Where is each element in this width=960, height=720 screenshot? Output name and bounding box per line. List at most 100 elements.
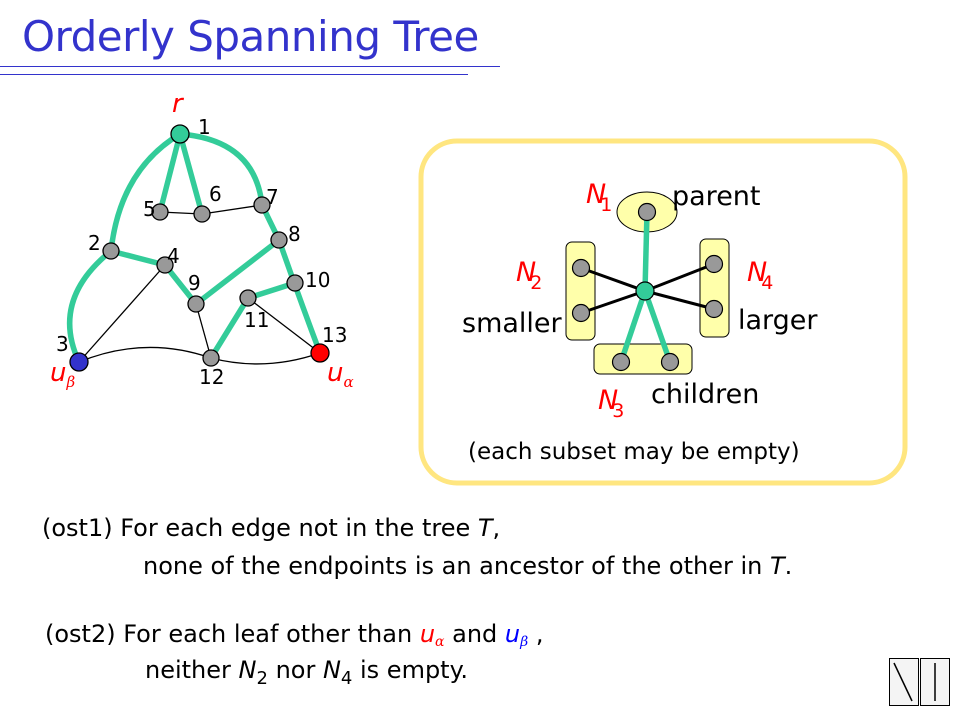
nav-end-icon bbox=[934, 663, 936, 701]
vertex-11[interactable] bbox=[239, 289, 257, 307]
root-vertex[interactable] bbox=[170, 124, 190, 144]
tree-edge bbox=[157, 131, 183, 215]
vertex-label-2: 2 bbox=[88, 231, 101, 255]
title-rule-upper bbox=[0, 66, 500, 67]
larger-vertex-bottom[interactable] bbox=[704, 299, 724, 319]
vertex-12[interactable] bbox=[202, 349, 220, 367]
child-vertex-right[interactable] bbox=[660, 352, 680, 372]
ost1-line1: (ost1) For each edge not in the tree T, bbox=[42, 514, 500, 542]
panel-vertices bbox=[571, 202, 724, 372]
u-beta-label: uβ bbox=[50, 358, 75, 391]
vertex-4[interactable] bbox=[156, 256, 174, 274]
ost2-line1: (ost2) For each leaf other than uα and u… bbox=[45, 620, 544, 650]
vertex-label-3: 3 bbox=[56, 332, 69, 356]
non-tree-edge bbox=[247, 297, 321, 354]
smaller-vertex-top[interactable] bbox=[571, 258, 591, 278]
ost2-line2: neither N2 nor N4 is empty. bbox=[145, 656, 468, 689]
n2-sub: 2 bbox=[530, 272, 542, 294]
vertex-label-9: 9 bbox=[188, 271, 201, 295]
vertex-label-1: 1 bbox=[198, 115, 211, 139]
larger-vertex-top[interactable] bbox=[704, 254, 724, 274]
child-vertex-left[interactable] bbox=[611, 352, 631, 372]
n1-label: N1 bbox=[586, 179, 612, 216]
graph: 1 2 3 4 5 6 7 8 9 10 11 12 13 r uβ uα bbox=[50, 89, 354, 391]
neighbor-panel: N1 N2 N4 N3 parent smaller larger childr… bbox=[418, 138, 908, 486]
ost2-u-beta-sub: β bbox=[520, 634, 529, 650]
non-tree-edge bbox=[210, 352, 321, 365]
edge-to-larger-bottom bbox=[644, 289, 715, 311]
vertex-6[interactable] bbox=[193, 205, 211, 223]
n4-letter: N bbox=[747, 257, 767, 288]
n3-letter: N bbox=[598, 385, 618, 416]
vertex-label-10: 10 bbox=[305, 268, 330, 292]
vertex-label-5: 5 bbox=[143, 197, 156, 221]
edge-to-child-right bbox=[642, 290, 673, 363]
tree-edge bbox=[108, 131, 183, 254]
ost1-prefix: (ost1) For each edge not in the tree bbox=[42, 514, 478, 542]
edge-to-smaller-bottom bbox=[580, 289, 646, 315]
tree-edge bbox=[208, 295, 251, 361]
vertex-label-6: 6 bbox=[209, 182, 222, 206]
n3-sub: 3 bbox=[612, 400, 624, 422]
non-tree-edge bbox=[201, 204, 263, 215]
ost2-and: and bbox=[444, 620, 505, 648]
ost2-suffix: , bbox=[528, 620, 544, 648]
ost2-n4: N bbox=[322, 656, 341, 684]
n2-label: N2 bbox=[516, 257, 542, 294]
nav-next-icon bbox=[893, 662, 913, 702]
smaller-vertex-bottom[interactable] bbox=[571, 303, 591, 323]
u-beta-vertex[interactable] bbox=[69, 352, 89, 372]
vertex-label-12: 12 bbox=[199, 365, 224, 389]
u-alpha-vertex[interactable] bbox=[310, 343, 330, 363]
nav-end-button[interactable] bbox=[920, 658, 950, 706]
subset-n4-region bbox=[699, 238, 730, 338]
panel-tree-edges bbox=[618, 211, 673, 363]
panel-box bbox=[418, 138, 908, 486]
ost2-u-alpha-sub: α bbox=[435, 634, 445, 650]
tree-edge bbox=[66, 248, 114, 365]
panel-non-tree-edges bbox=[580, 262, 715, 315]
n1-letter: N bbox=[586, 179, 606, 210]
n4-label: N4 bbox=[747, 257, 773, 294]
ost1-line2-end: . bbox=[784, 552, 793, 580]
ost1-tree-symbol: T bbox=[477, 514, 493, 542]
vertex-7[interactable] bbox=[253, 196, 271, 214]
non-tree-edge bbox=[195, 303, 212, 359]
edge-to-child-left bbox=[618, 290, 648, 363]
nav-next-button[interactable] bbox=[889, 658, 919, 706]
n2-letter: N bbox=[516, 257, 536, 288]
non-tree-edge bbox=[78, 264, 166, 363]
vertex-label-13: 13 bbox=[322, 323, 347, 347]
vertex-9[interactable] bbox=[187, 295, 205, 313]
edge-to-larger-top bbox=[644, 262, 715, 293]
vertex-5[interactable] bbox=[151, 203, 169, 221]
ost2-n2-sub: 2 bbox=[256, 668, 268, 689]
u-alpha-label: uα bbox=[327, 358, 354, 391]
n4-sub: 4 bbox=[761, 272, 773, 294]
vertex-2[interactable] bbox=[102, 242, 120, 260]
non-tree-edge bbox=[78, 346, 212, 363]
tree-edge bbox=[177, 131, 205, 217]
vertex-label-11: 11 bbox=[244, 308, 269, 332]
edge-to-parent bbox=[642, 211, 650, 292]
vertex-8[interactable] bbox=[270, 231, 288, 249]
ost2-line2-a: neither bbox=[145, 656, 239, 684]
u-beta-letter: u bbox=[50, 358, 66, 388]
parent-vertex[interactable] bbox=[637, 202, 657, 222]
ost2-n2: N bbox=[238, 656, 257, 684]
u-alpha-sub: α bbox=[343, 373, 353, 391]
n1-sub: 1 bbox=[600, 194, 612, 216]
tree-edge bbox=[177, 131, 265, 208]
n3-label: N3 bbox=[598, 385, 624, 422]
children-label: children bbox=[651, 379, 759, 410]
center-vertex[interactable] bbox=[635, 281, 655, 301]
ost1-suffix: , bbox=[492, 514, 501, 542]
vertex-10[interactable] bbox=[286, 274, 304, 292]
ost2-u-alpha: u bbox=[419, 620, 436, 648]
ost2-line2-b: nor bbox=[267, 656, 323, 684]
ost1-line2: none of the endpoints is an ancestor of … bbox=[143, 552, 792, 580]
u-beta-sub: β bbox=[65, 373, 75, 391]
vertex-label-7: 7 bbox=[266, 185, 279, 209]
vertex-label-4: 4 bbox=[167, 244, 180, 268]
